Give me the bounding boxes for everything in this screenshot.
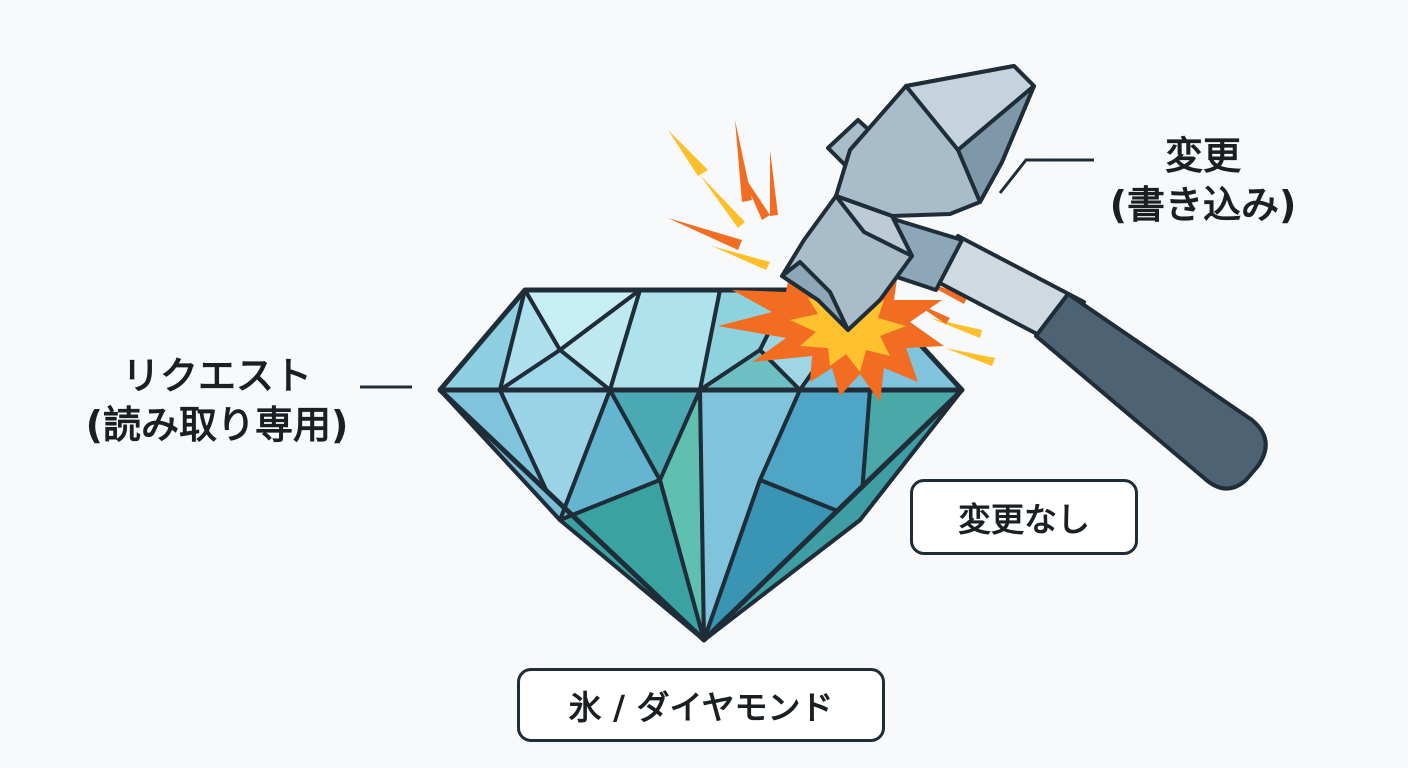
- spark-icon: [668, 120, 995, 366]
- request-label: リクエスト (読み取り専用): [72, 352, 362, 449]
- caption-badge: 氷 / ダイヤモンド: [517, 668, 885, 742]
- change-label: 変更 (書き込み): [1088, 132, 1318, 229]
- hammer-icon: [780, 64, 1268, 491]
- change-connector-line: [998, 158, 1094, 194]
- request-label-line2: (読み取り専用): [85, 402, 349, 447]
- no-change-badge: 変更なし: [910, 479, 1138, 555]
- request-label-line1: リクエスト: [121, 354, 312, 398]
- change-label-line1: 変更: [1164, 134, 1241, 178]
- change-label-line2: (書き込み): [1109, 182, 1297, 227]
